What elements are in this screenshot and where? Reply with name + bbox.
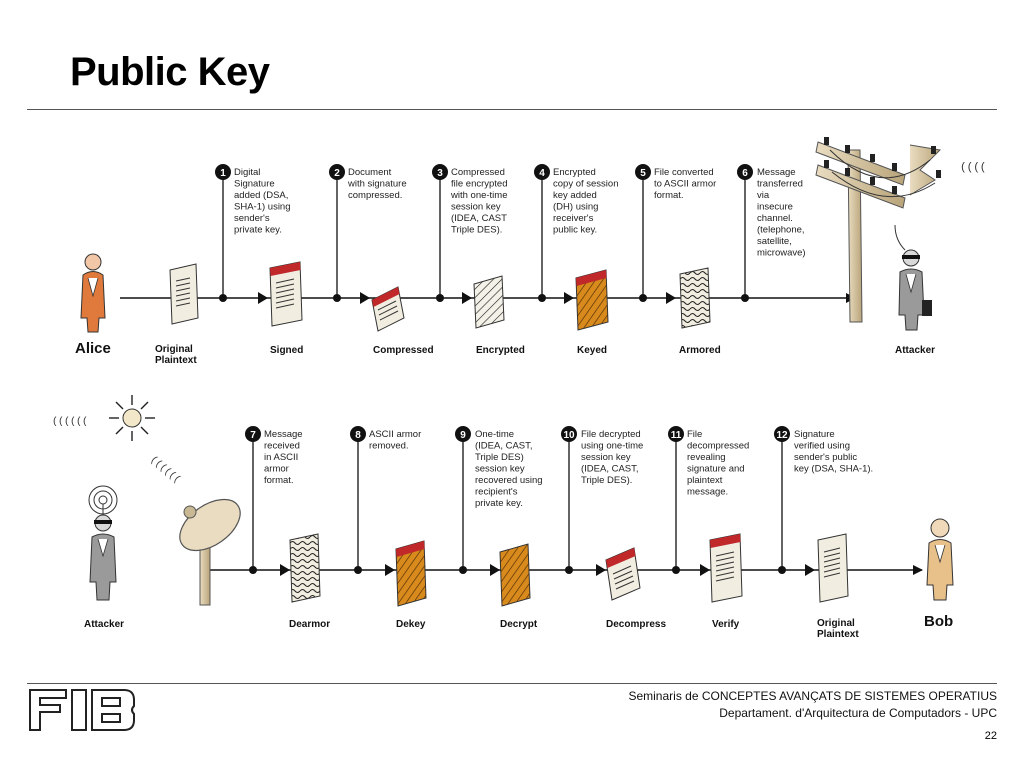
armored-document-icon (679, 267, 711, 329)
stage-signed: Signed (270, 345, 303, 356)
attacker-figure-bottom (88, 485, 118, 601)
sun-icon: (((((( (((((( (52, 395, 183, 486)
svg-text:5: 5 (640, 168, 646, 179)
svg-text:10: 10 (563, 430, 575, 441)
footer-course-title: Seminaris de CONCEPTES AVANÇATS DE SISTE… (628, 689, 997, 703)
attacker-figure (898, 249, 932, 331)
bob-figure (926, 518, 954, 601)
step-badge-4 (534, 164, 550, 180)
actor-alice: Alice (75, 340, 111, 357)
title-divider (27, 109, 997, 110)
top-step-leaders (219, 176, 749, 304)
svg-text:9: 9 (460, 430, 466, 441)
svg-text:1: 1 (220, 168, 226, 179)
step-badge-10 (561, 426, 577, 442)
stage-encrypted: Encrypted (476, 345, 525, 356)
plaintext-document-icon (169, 263, 199, 325)
signal-waves-top: (((( (960, 162, 986, 174)
dekey-document-icon (395, 540, 427, 607)
step-badge-12 (774, 426, 790, 442)
svg-text:3: 3 (437, 168, 443, 179)
bottom-step-leaders (249, 438, 815, 576)
stage-decrypt: Decrypt (500, 619, 538, 630)
footer-department: Departament. d'Arquitectura de Computado… (719, 706, 997, 720)
svg-text:11: 11 (671, 430, 682, 441)
compressed-document-icon (371, 286, 405, 332)
actor-bob: Bob (924, 613, 953, 630)
fib-logo (27, 683, 997, 731)
plaintext-document-icon-bottom (817, 533, 849, 603)
satellite-dish (179, 498, 241, 606)
step-badge-2 (329, 164, 345, 180)
stage-decompress: Decompress (606, 619, 666, 630)
step-badge-3 (432, 164, 448, 180)
telephone-pole: (((( (815, 137, 986, 323)
dearmor-document-icon (289, 533, 321, 603)
signed-document-icon (269, 261, 303, 327)
step-badge-7 (245, 426, 261, 442)
page-number: 22 (984, 730, 997, 742)
keyed-document-icon (575, 269, 609, 331)
verify-document-icon (709, 533, 743, 603)
svg-text:2: 2 (334, 168, 340, 179)
slide-title: Public Key (70, 50, 270, 94)
svg-text:7: 7 (250, 430, 256, 441)
svg-text:8: 8 (355, 430, 361, 441)
step-badge-8 (350, 426, 366, 442)
stage-keyed: Keyed (577, 345, 607, 356)
svg-text:12: 12 (776, 430, 788, 441)
signal-waves-left: (((((( (52, 416, 88, 428)
stage-dekey: Dekey (396, 619, 426, 630)
stage-attacker-top: Attacker (895, 345, 935, 356)
step-badge-5 (635, 164, 651, 180)
step-9-text: One-time(IDEA, CAST,Triple DES)session k… (475, 429, 543, 509)
stage-dearmor: Dearmor (289, 619, 330, 630)
decrypt-document-icon (499, 543, 531, 607)
alice-figure (80, 253, 106, 333)
step-badge-11 (668, 426, 684, 442)
step-badge-1 (215, 164, 231, 180)
stage-attacker-bottom: Attacker (84, 619, 124, 630)
svg-text:4: 4 (539, 168, 545, 179)
stage-compressed: Compressed (373, 345, 434, 356)
decompress-document-icon (605, 547, 641, 601)
encrypted-document-icon (473, 275, 505, 329)
stage-verify: Verify (712, 619, 740, 630)
step-9: 9 One-time(IDEA, CAST,Triple DES)session… (455, 426, 543, 509)
step-badge-9 (455, 426, 471, 442)
step-badge-6 (737, 164, 753, 180)
svg-text:6: 6 (742, 168, 748, 179)
signal-waves-diag: (((((( (147, 454, 182, 486)
stage-armored: Armored (679, 345, 721, 356)
